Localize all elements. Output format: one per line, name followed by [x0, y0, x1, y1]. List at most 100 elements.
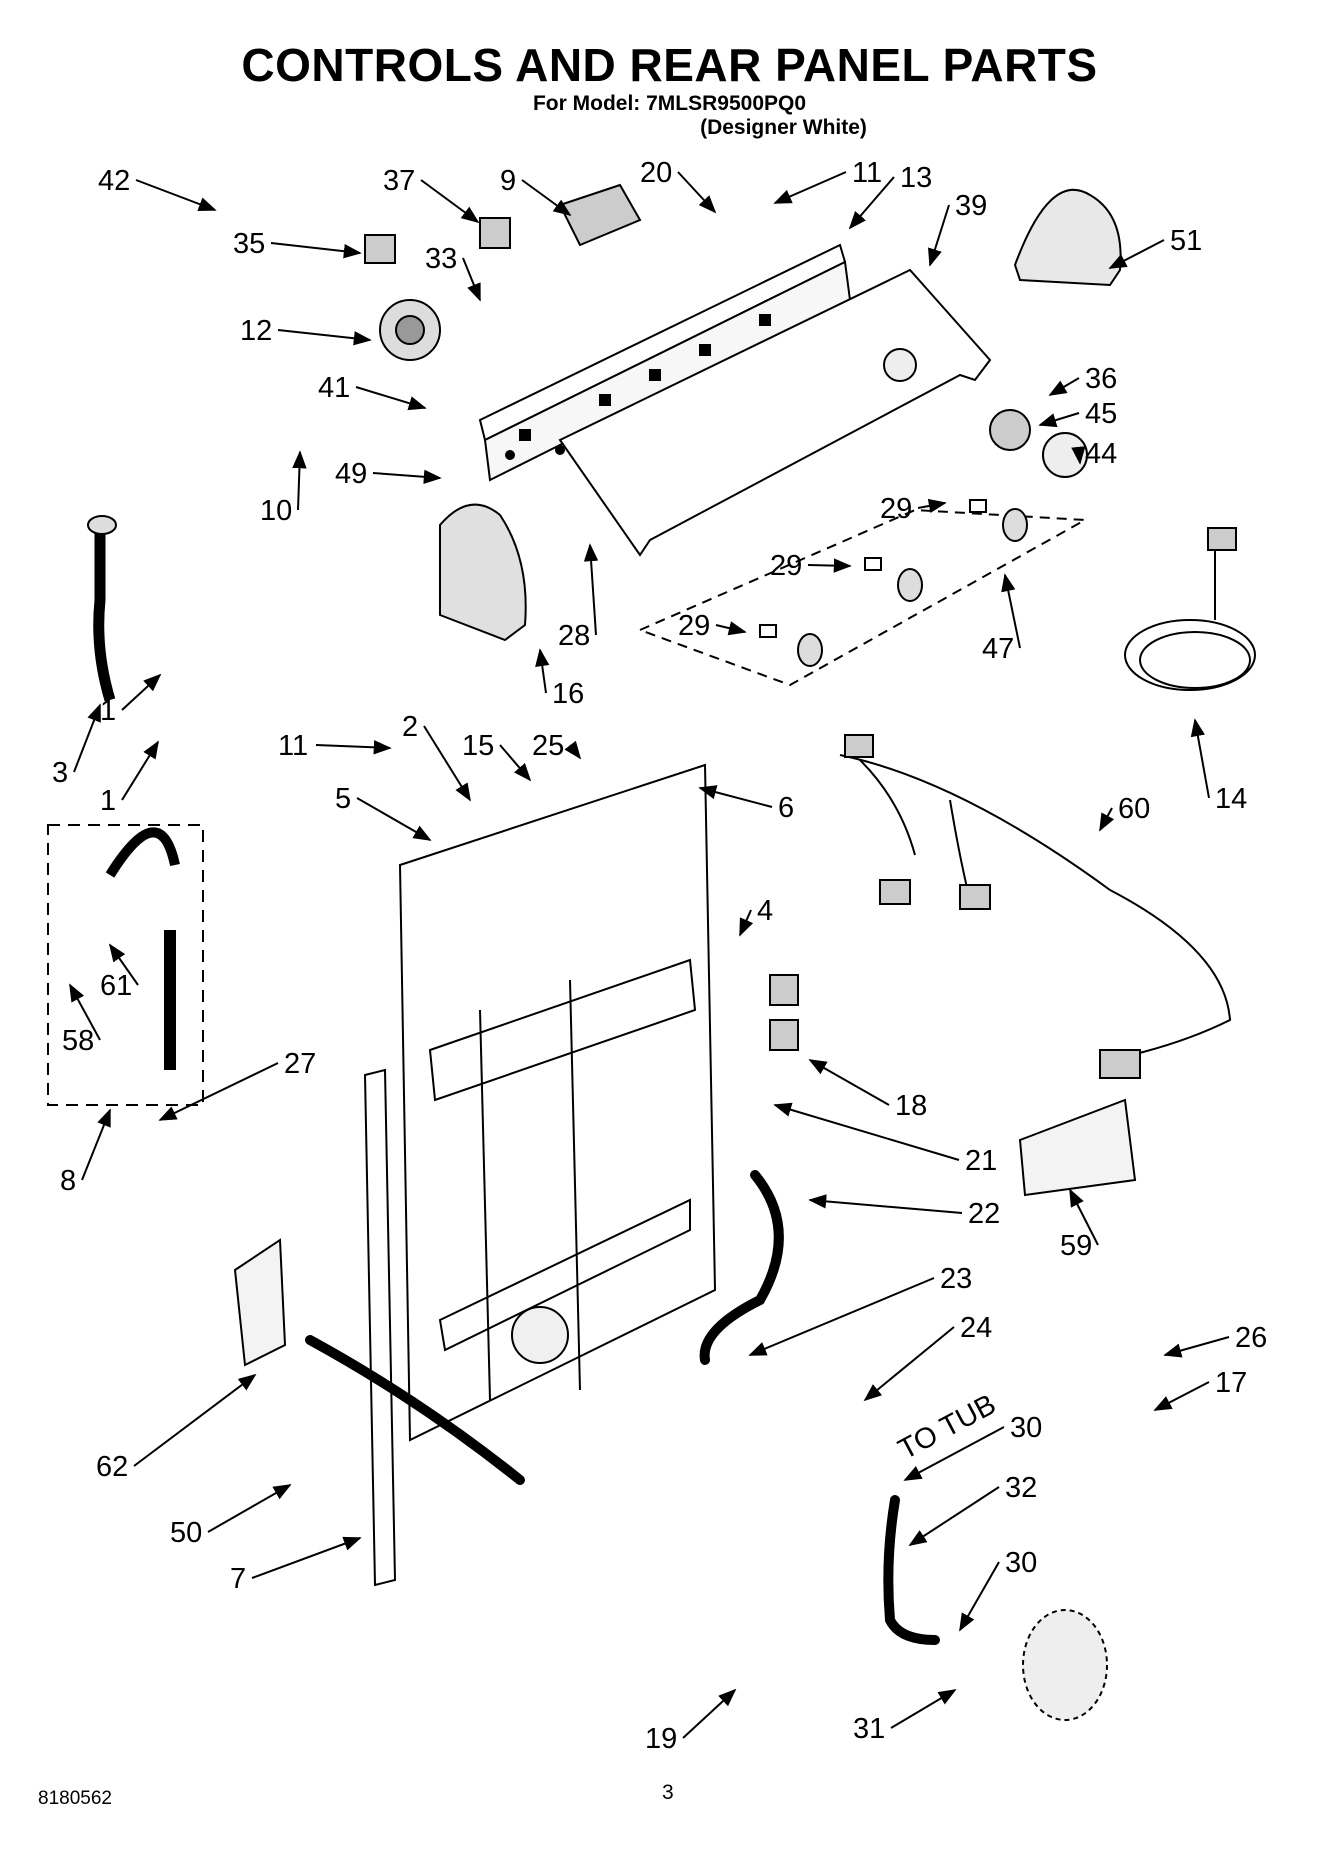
callout-1: 1 [100, 740, 159, 817]
callout-label: 35 [233, 228, 265, 260]
callout-label: 37 [383, 165, 415, 197]
callout-label: 14 [1215, 783, 1247, 815]
callout-32: 32 [908, 1472, 1037, 1546]
callout-58: 58 [62, 983, 101, 1057]
callout-51: 51 [1108, 225, 1202, 269]
callout-label: 30 [1010, 1412, 1042, 1444]
callout-label: 13 [900, 162, 932, 194]
leader-arrow [808, 1194, 963, 1214]
callout-31: 31 [853, 1689, 957, 1745]
callout-10: 10 [260, 450, 307, 527]
callout-label: 24 [960, 1312, 992, 1344]
callout-9: 9 [500, 165, 572, 217]
callout-15: 15 [462, 730, 532, 782]
callout-label: 29 [880, 493, 912, 525]
leader-arrow [1099, 807, 1115, 832]
leader-arrow [251, 1536, 362, 1579]
callout-44: 44 [1071, 438, 1117, 470]
callout-17: 17 [1153, 1367, 1247, 1411]
timer-motor [379, 299, 441, 361]
leader-arrow [277, 329, 372, 346]
callout-label: 58 [62, 1025, 94, 1057]
leader-arrow [1153, 1381, 1210, 1411]
leader-arrow [564, 740, 582, 760]
leader-arrow [372, 469, 442, 484]
leader-arrow [108, 943, 139, 986]
leader-arrow [420, 179, 480, 224]
leader-arrow [808, 1059, 890, 1106]
callout-39: 39 [928, 190, 987, 267]
callout-30: 30 [903, 1412, 1042, 1481]
page-title: CONTROLS AND REAR PANEL PARTS [241, 39, 1098, 91]
callout-label: 2 [402, 711, 418, 743]
callout-label: 30 [1005, 1547, 1037, 1579]
callout-label: 41 [318, 372, 350, 404]
callout-22: 22 [808, 1194, 1000, 1230]
callout-13: 13 [848, 162, 932, 230]
rear-panel [398, 763, 717, 1442]
callout-label: 29 [770, 550, 802, 582]
leader-arrow [1001, 573, 1021, 649]
leader-arrow [121, 673, 162, 711]
callout-label: 12 [240, 315, 272, 347]
callout-29: 29 [880, 493, 947, 525]
leader-arrow [890, 1689, 957, 1729]
leader-arrow [848, 176, 895, 230]
leader-arrow [773, 171, 847, 204]
callout-61: 61 [100, 943, 139, 1002]
console-backsplash [558, 268, 992, 557]
leader-arrow [1048, 377, 1080, 396]
leader-arrow [292, 450, 307, 511]
support-rail [363, 1068, 397, 1587]
leader-arrow [423, 725, 471, 802]
callout-label: 18 [895, 1090, 927, 1122]
callout-29: 29 [678, 610, 747, 642]
callout-label: 60 [1118, 793, 1150, 825]
leader-arrow [908, 1486, 1000, 1546]
callout-label: 6 [778, 792, 794, 824]
pump [1022, 1609, 1108, 1721]
callout-label: 17 [1215, 1367, 1247, 1399]
callout-label: 61 [100, 970, 132, 1002]
inlet-hose-kit-box [47, 824, 204, 1106]
endcap-left [439, 503, 527, 642]
callout-35: 35 [233, 228, 362, 260]
callout-label: 49 [335, 458, 367, 490]
wiring-harness [839, 734, 1232, 1079]
leader-arrow [207, 1484, 292, 1533]
callout-label: 29 [678, 610, 710, 642]
callout-label: 44 [1085, 438, 1117, 470]
timer-knob [883, 348, 1088, 478]
doc-number: 8180562 [38, 1788, 112, 1809]
callout-label: 11 [278, 730, 308, 762]
callout-1: 1 [100, 673, 162, 727]
drain-bracket [233, 1238, 287, 1367]
leader-arrow [73, 703, 101, 773]
callout-23: 23 [748, 1263, 972, 1356]
leader-arrow [535, 648, 550, 694]
leader-arrow [135, 179, 217, 211]
callout-label: 25 [532, 730, 564, 762]
leader-arrow [499, 744, 532, 782]
leader-arrow [1190, 718, 1210, 799]
callout-label: 32 [1005, 1472, 1037, 1504]
callout-33: 33 [425, 243, 481, 302]
leader-arrow [807, 558, 852, 573]
callout-label: 7 [230, 1563, 246, 1595]
leader-arrow [158, 1062, 279, 1121]
callout-label: 5 [335, 783, 351, 815]
callout-label: 1 [100, 785, 116, 817]
callout-19: 19 [645, 1688, 737, 1755]
callout-47: 47 [982, 573, 1021, 665]
callout-8: 8 [60, 1108, 111, 1197]
callout-label: 22 [968, 1198, 1000, 1230]
leader-arrow [133, 1373, 257, 1467]
callout-26: 26 [1163, 1322, 1267, 1358]
callout-label: 39 [955, 190, 987, 222]
leader-arrow [121, 740, 159, 801]
callout-label: 36 [1085, 363, 1117, 395]
leader-arrow [583, 543, 599, 636]
callout-label: 3 [52, 757, 68, 789]
callout-12: 12 [240, 315, 372, 347]
callout-label: 8 [60, 1165, 76, 1197]
